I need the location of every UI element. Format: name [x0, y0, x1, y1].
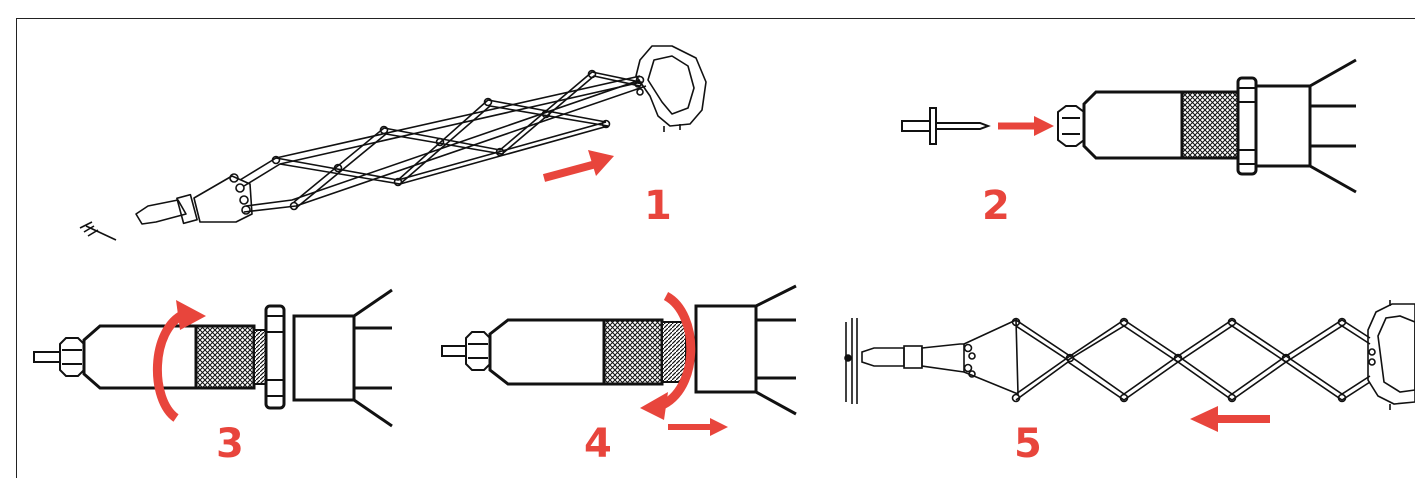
diagram-frame [16, 18, 1415, 478]
step-number-5: 5 [1014, 421, 1042, 467]
handle-icon [634, 45, 707, 132]
rivet-icon [901, 107, 991, 145]
step-number-2: 2 [982, 183, 1010, 229]
compress-arrow-icon [1190, 406, 1270, 432]
slide-arrow-icon [668, 418, 728, 436]
step-1-illustration [79, 45, 707, 241]
step-3-illustration [33, 288, 393, 428]
step-4-illustration [441, 284, 797, 416]
step-number-3: 3 [216, 421, 244, 467]
scissor-linkage [239, 69, 647, 213]
rivet-gun-head [1057, 58, 1357, 194]
step-number-1: 1 [644, 183, 672, 229]
step-number-4: 4 [584, 421, 612, 467]
step-5-illustration [844, 300, 1415, 410]
workpiece-icon [844, 318, 858, 404]
rivet-icon [79, 221, 117, 241]
push-arrow-icon [542, 150, 614, 182]
step-2-illustration [901, 58, 1357, 194]
rotate-arrow-icon [153, 300, 206, 422]
insert-arrow-icon [998, 116, 1054, 136]
rotate-arrow-icon [640, 292, 696, 420]
nose-head-icon [135, 173, 253, 225]
handle-icon [1367, 300, 1415, 410]
